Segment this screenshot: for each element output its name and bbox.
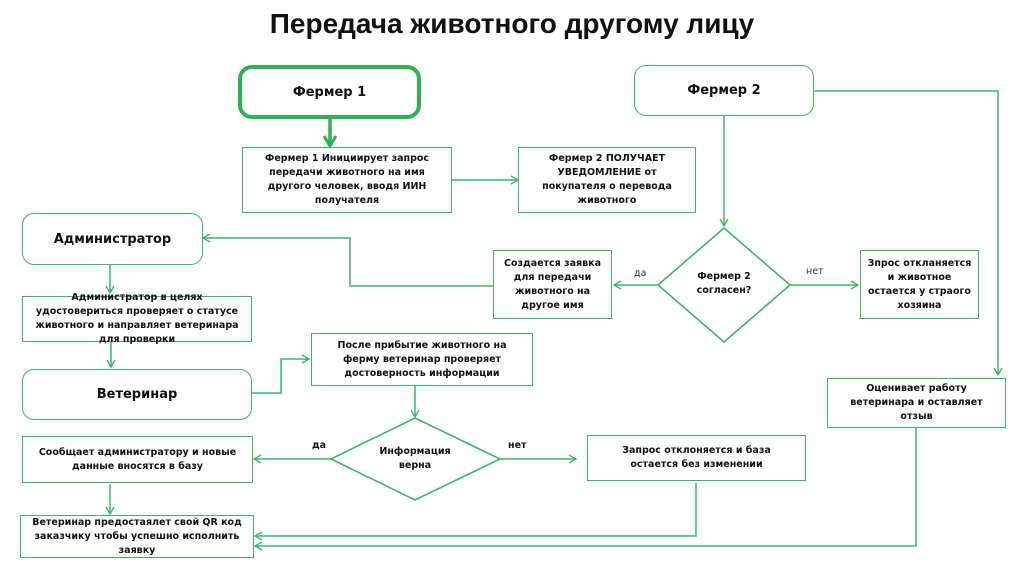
- request-rejected-text: Зпрос откланяется и животное остается у …: [867, 257, 972, 311]
- label-no-farmer2: нет: [806, 266, 824, 277]
- request-rejected-box: Зпрос откланяется и животное остается у …: [860, 250, 979, 319]
- vet-verify-box: После прибытие животного на ферму ветери…: [311, 333, 533, 386]
- decision-farmer2-shape: [656, 226, 792, 344]
- farmer2-notified-text: Фермер 2 ПОЛУЧАЕТ УВЕДОМЛЕНИЕ от покупат…: [542, 153, 672, 206]
- admin-check-box: Администратор в целях удостовериться про…: [22, 292, 252, 345]
- application-created-box: Создается заявка для передачи животного …: [493, 250, 612, 319]
- admin-label: Администратор: [53, 231, 172, 247]
- vet-node: Ветеринар: [22, 369, 252, 420]
- vet-qr-box: Ветеринар предостаялет свой QR код заказ…: [20, 515, 254, 558]
- page-title: Передача животного другому лицу: [269, 8, 755, 39]
- decision-info-text: Информация верна: [379, 446, 451, 471]
- edge-application-admin: [201, 233, 496, 287]
- admin-check-text: Администратор в целях удостовериться про…: [35, 292, 239, 345]
- farmer2-node: Фермер 2: [634, 65, 814, 116]
- vet-verify-text: После прибытие животного на ферму ветери…: [337, 339, 507, 379]
- edge-rate-qr: [253, 428, 917, 551]
- label-no-info: нет: [508, 440, 527, 451]
- farmer2-label: Фермер 2: [687, 83, 761, 98]
- edge-farmer2-rate: [813, 90, 1003, 377]
- report-admin-box: Сообщает администратору и новые данные в…: [22, 436, 253, 483]
- application-created-text: Создается заявка для передачи животного …: [504, 257, 601, 311]
- rate-vet-box: Оценивает работу ветеринара и оставляет …: [827, 378, 1006, 428]
- vet-qr-text: Ветеринар предостаялет свой QR код заказ…: [32, 516, 242, 556]
- farmer1-label: Фермер 1: [292, 84, 367, 100]
- label-yes-info: да: [312, 440, 327, 451]
- farmer1-request-box: Фермер 1 Инициирует запрос передачи живо…: [242, 147, 452, 213]
- edge-unchanged-qr: [253, 483, 697, 541]
- edge-vet-verify: [251, 354, 311, 394]
- label-yes-farmer2: да: [634, 268, 647, 279]
- farmer1-request-text: Фермер 1 Инициирует запрос передачи живо…: [264, 153, 430, 206]
- farmer2-notified-box: Фермер 2 ПОЛУЧАЕТ УВЕДОМЛЕНИЕ от покупат…: [518, 147, 696, 213]
- db-unchanged-box: Запрос отклоняется и база остается без и…: [587, 435, 806, 481]
- rate-vet-text: Оценивает работу ветеринара и оставляет …: [850, 383, 983, 422]
- db-unchanged-text: Запрос отклоняется и база остается без и…: [622, 445, 771, 470]
- decision-info-shape: [329, 417, 502, 501]
- vet-label: Ветеринар: [96, 387, 178, 402]
- admin-node: Администратор: [22, 213, 203, 265]
- farmer1-node: Фермер 1: [238, 65, 421, 119]
- report-admin-text: Сообщает администратору и новые данные в…: [38, 446, 237, 472]
- decision-farmer2-text: Фермер 2 согласен?: [696, 271, 752, 296]
